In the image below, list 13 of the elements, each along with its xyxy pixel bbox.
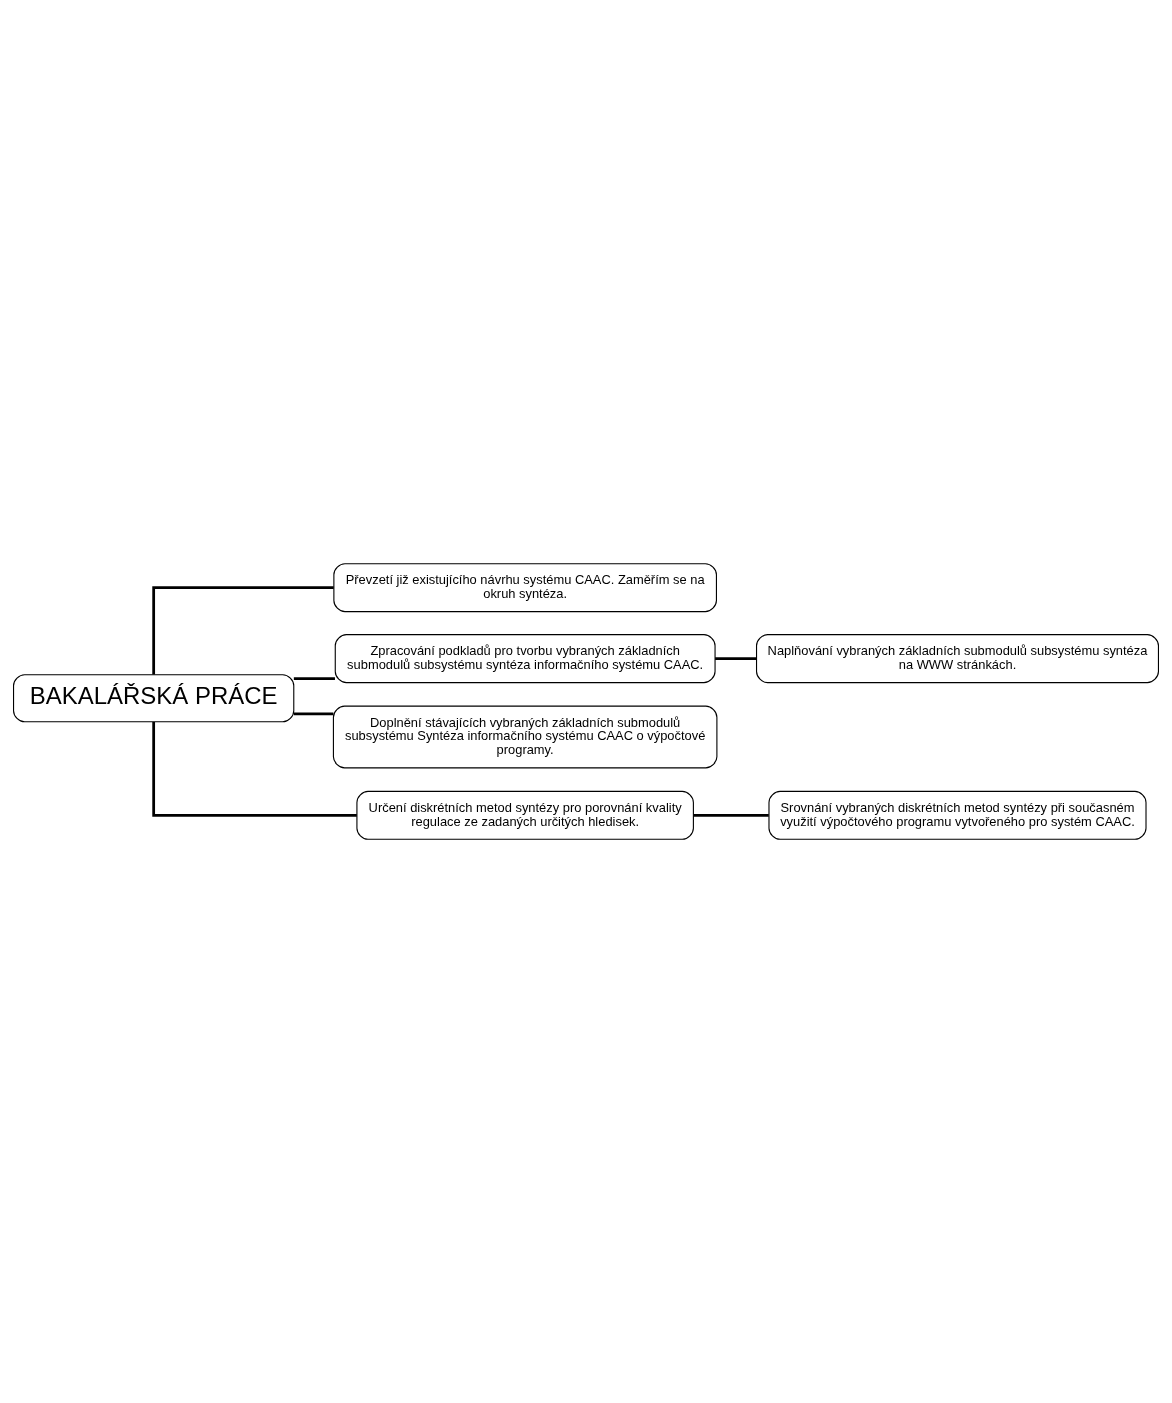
connector [693, 813, 769, 817]
node-box: Srovnání vybraných diskrétních metod syntézy při současném využití výpočtového programu vytvořeného pro systém CAAC. [768, 790, 1147, 840]
connector [293, 677, 335, 681]
node-box: Zpracování podkladů pro tvorbu vybraných základních submodulů subsystému syntéza informačního systému CAAC. [334, 634, 716, 684]
node-box: Doplnění stávajících vybraných základních submodulů subsystému Syntéza informačního systému CAAC o výpočtové programy. [332, 705, 718, 769]
connector [152, 721, 357, 817]
connector [293, 712, 334, 716]
node-box: Převzetí již existujícího návrhu systému CAAC. Zaměřím se na okruh syntéza. [333, 563, 717, 613]
node-box: Určení diskrétních metod syntézy pro porovnání kvality regulace ze zadaných určitých hledisek. [356, 790, 694, 840]
connector [715, 657, 757, 661]
node-box: Naplňování vybraných základních submodulů subsystému syntéza na WWW stránkách. [756, 634, 1159, 684]
connector [152, 586, 334, 675]
node-box: BAKALÁŘSKÁ PRÁCE [13, 674, 295, 723]
